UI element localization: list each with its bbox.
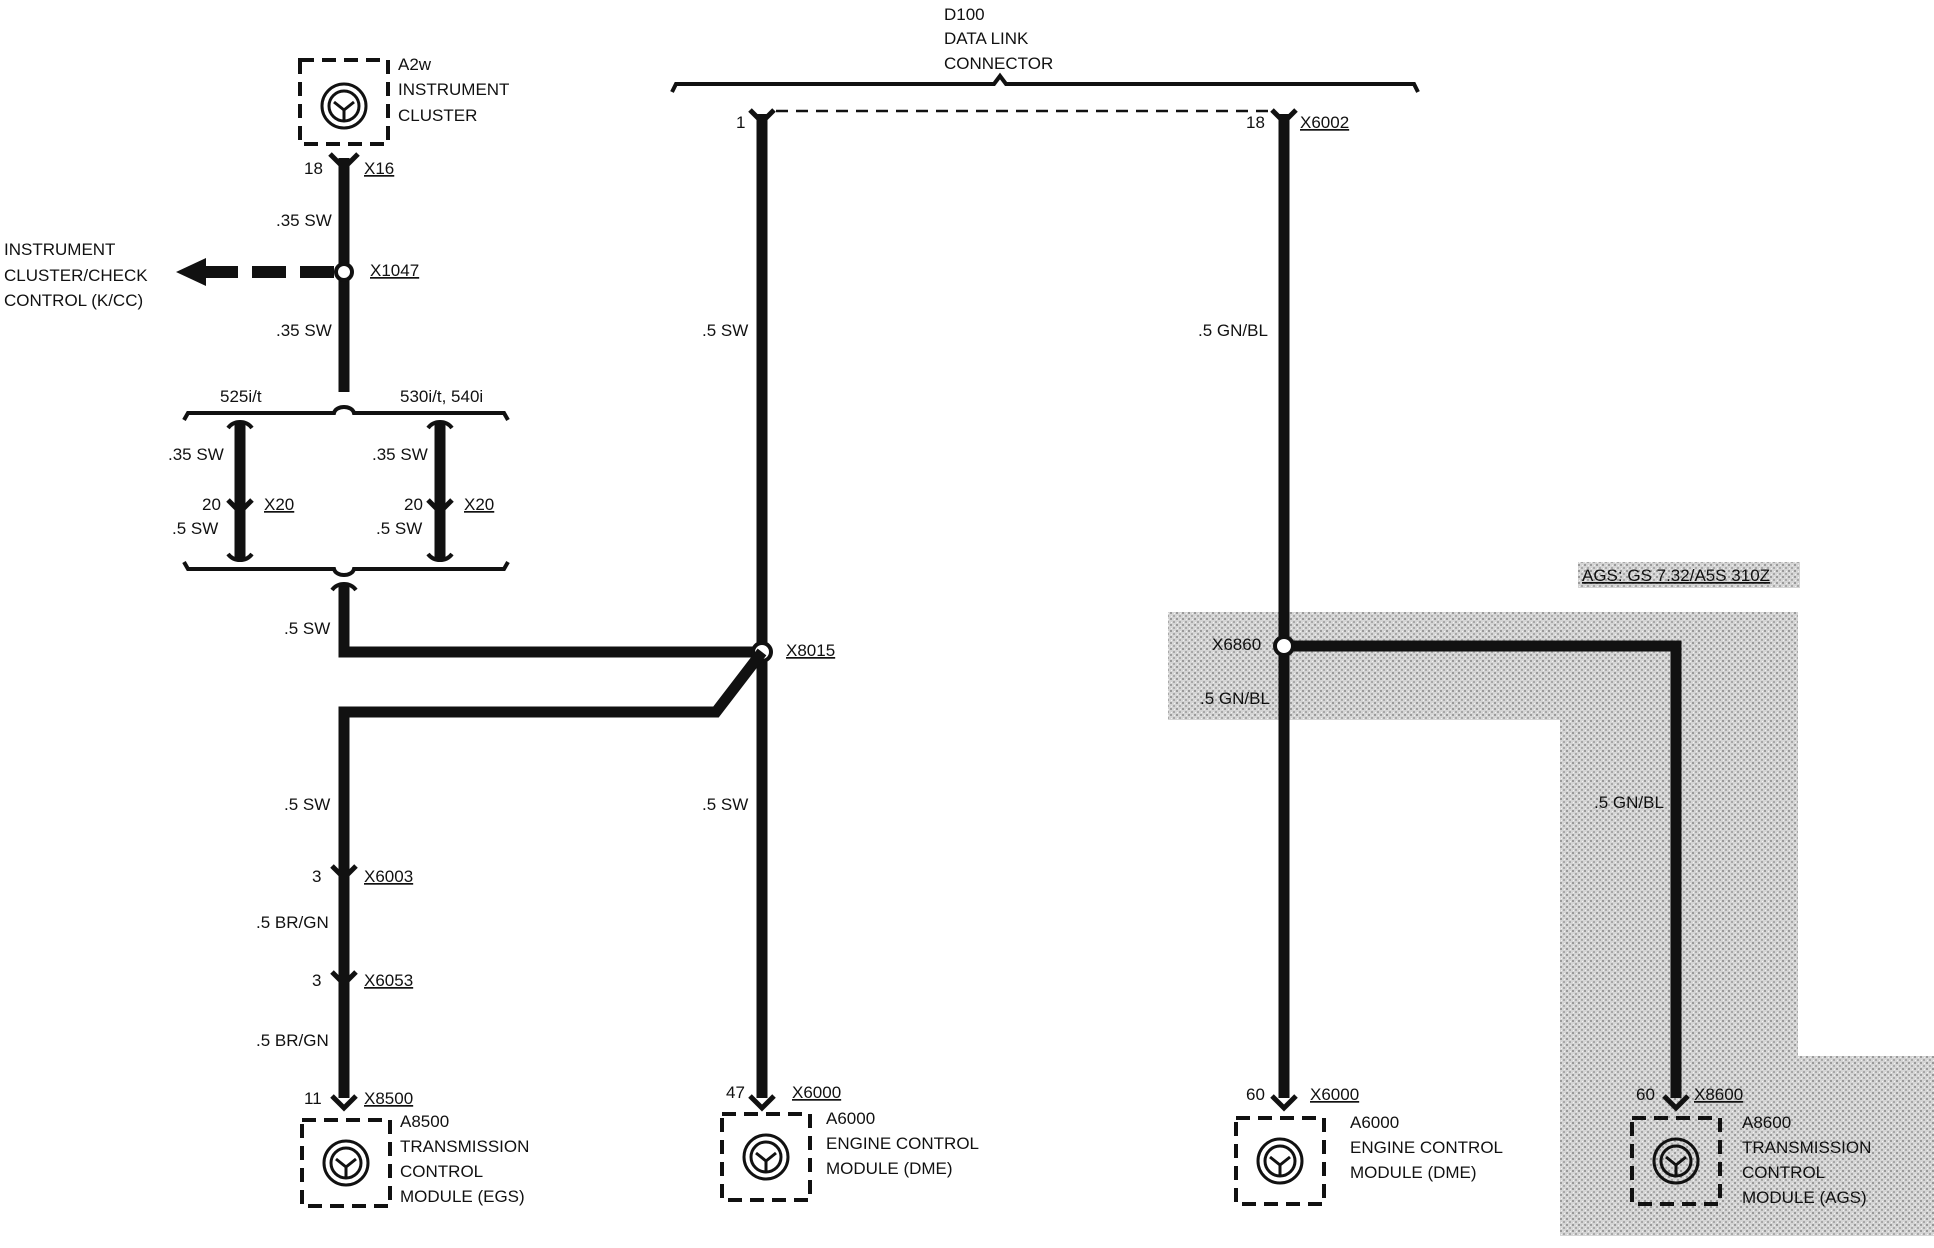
- egs-module-pin: 11: [304, 1089, 322, 1108]
- wire-label-gnbl-1: .5 GN/BL: [1198, 321, 1268, 340]
- ags-module-pin: 60: [1636, 1085, 1655, 1104]
- kcc-label-1: INSTRUMENT: [4, 240, 115, 259]
- kcc-label-3: CONTROL (K/CC): [4, 291, 143, 310]
- dme-left-pin: 47: [726, 1083, 745, 1102]
- kcc-branch: INSTRUMENT CLUSTER/CHECK CONTROL (K/CC) …: [4, 240, 419, 310]
- ags-option-region: AGS: GS 7.32/A5S 310Z: [1168, 562, 1934, 1236]
- ags-module-id: A8600: [1742, 1113, 1791, 1132]
- dme-right-pin: 60: [1246, 1085, 1265, 1104]
- data-link-pin-1: 1: [736, 113, 745, 132]
- dme-left-id: A6000: [826, 1109, 875, 1128]
- variant-pin-right: 20: [404, 495, 423, 514]
- dme-left-module-box: [720, 1112, 812, 1202]
- ags-module-label-3: MODULE (AGS): [1742, 1188, 1867, 1207]
- cluster-wire: .35 SW .35 SW: [276, 152, 360, 392]
- connector-x8500: X8500: [364, 1089, 413, 1108]
- ags-module-label-2: CONTROL: [1742, 1163, 1825, 1182]
- instrument-cluster-label-2: CLUSTER: [398, 106, 477, 125]
- egs-pin-2: 3: [312, 971, 321, 990]
- dme-right-label-1: ENGINE CONTROL: [1350, 1138, 1503, 1157]
- egs-module-label-1: TRANSMISSION: [400, 1137, 529, 1156]
- dme-left-module: 47 X6000 A6000 ENGINE CONTROL MODULE (DM…: [720, 1083, 979, 1202]
- connector-x6000-right: X6000: [1310, 1085, 1359, 1104]
- wire-label-05sw-3: .5 SW: [284, 619, 330, 638]
- egs-pin-1: 3: [312, 867, 321, 886]
- wire-label-035sw-2: .35 SW: [276, 321, 332, 340]
- instrument-cluster-id: A2w: [398, 55, 432, 74]
- splice-x8015: X8015: [786, 641, 835, 660]
- splice-dot-x1047: [334, 262, 354, 282]
- splice-x6860: X6860: [1212, 635, 1261, 654]
- egs-module-id: A8500: [400, 1112, 449, 1131]
- data-link-bracket: [670, 72, 1420, 93]
- variant-label-530-540: 530i/t, 540i: [400, 387, 483, 406]
- wire-label-gnbl-2: .5 GN/BL: [1200, 689, 1270, 708]
- dme-right-wire: .5 GN/BL .5 GN/BL: [1198, 108, 1298, 1112]
- connector-x20-left: X20: [264, 495, 294, 514]
- dme-right-label-2: MODULE (DME): [1350, 1163, 1477, 1182]
- instrument-cluster-label-1: INSTRUMENT: [398, 80, 509, 99]
- connector-x16: X16: [364, 159, 394, 178]
- data-link-label-2: CONNECTOR: [944, 54, 1053, 73]
- egs-module: 11 X8500 A8500 TRANSMISSION CONTROL MODU…: [300, 1089, 529, 1208]
- wire-label-05sw-6: .5 SW: [284, 795, 330, 814]
- data-link-title: D100: [944, 5, 985, 24]
- connector-x6000-left: X6000: [792, 1083, 841, 1102]
- ags-module: 60 X8600 A8600 TRANSMISSION CONTROL MODU…: [1630, 1085, 1871, 1207]
- wire-label-brgn-2: .5 BR/GN: [256, 1031, 329, 1050]
- egs-module-label-3: MODULE (EGS): [400, 1187, 525, 1206]
- ags-module-label-1: TRANSMISSION: [1742, 1138, 1871, 1157]
- egs-wire: .5 SW 3 X6003 .5 BR/GN 3 X6053 .5 BR/GN: [256, 648, 767, 1112]
- ags-module-box: [1630, 1116, 1722, 1206]
- egs-module-box: [300, 1118, 392, 1208]
- splice-dot-x6860: [1273, 635, 1295, 657]
- dme-right-id: A6000: [1350, 1113, 1399, 1132]
- data-link-pin-18: 18: [1246, 113, 1265, 132]
- variant-pin-left: 20: [202, 495, 221, 514]
- instrument-cluster-box: [298, 58, 390, 146]
- ags-wire: X6860 .5 GN/BL: [1212, 635, 1690, 1112]
- arrow-left-icon: [176, 258, 206, 286]
- instrument-cluster-pin: 18: [304, 159, 323, 178]
- connector-x8600: X8600: [1694, 1085, 1743, 1104]
- dme-left-wire: X8015 .5 SW .5 SW: [702, 108, 835, 1112]
- variant-output-wire: .5 SW: [284, 582, 762, 658]
- variant-label-525: 525i/t: [220, 387, 262, 406]
- kcc-label-2: CLUSTER/CHECK: [4, 266, 148, 285]
- ags-option-label: AGS: GS 7.32/A5S 310Z: [1582, 566, 1770, 585]
- variant-block: 525i/t 530i/t, 540i .35 SW 20 X20 .5 SW …: [168, 387, 510, 577]
- dme-right-module-box: [1234, 1116, 1326, 1206]
- wire-label-05sw-2: .5 SW: [376, 519, 422, 538]
- wire-label-gnbl-3: .5 GN/BL: [1594, 793, 1664, 812]
- wire-label-035sw-1: .35 SW: [276, 211, 332, 230]
- wire-label-brgn-1: .5 BR/GN: [256, 913, 329, 932]
- data-link-label-1: DATA LINK: [944, 29, 1029, 48]
- data-link-connector: D100 DATA LINK CONNECTOR 1 18 X6002: [670, 5, 1420, 132]
- splice-x1047: X1047: [370, 261, 419, 280]
- connector-x6002: X6002: [1300, 113, 1349, 132]
- connector-x6003: X6003: [364, 867, 413, 886]
- connector-x20-right: X20: [464, 495, 494, 514]
- wire-label-05sw-1: .5 SW: [172, 519, 218, 538]
- dme-right-module: 60 X6000 A6000 ENGINE CONTROL MODULE (DM…: [1234, 1085, 1503, 1206]
- dme-left-label-2: MODULE (DME): [826, 1159, 953, 1178]
- wire-label-035sw-4: .35 SW: [372, 445, 428, 464]
- wire-label-05sw-4: .5 SW: [702, 321, 748, 340]
- wire-label-035sw-3: .35 SW: [168, 445, 224, 464]
- wire-label-05sw-5: .5 SW: [702, 795, 748, 814]
- instrument-cluster: A2w INSTRUMENT CLUSTER 18 X16: [298, 55, 509, 178]
- connector-x6053: X6053: [364, 971, 413, 990]
- egs-module-label-2: CONTROL: [400, 1162, 483, 1181]
- dme-left-label-1: ENGINE CONTROL: [826, 1134, 979, 1153]
